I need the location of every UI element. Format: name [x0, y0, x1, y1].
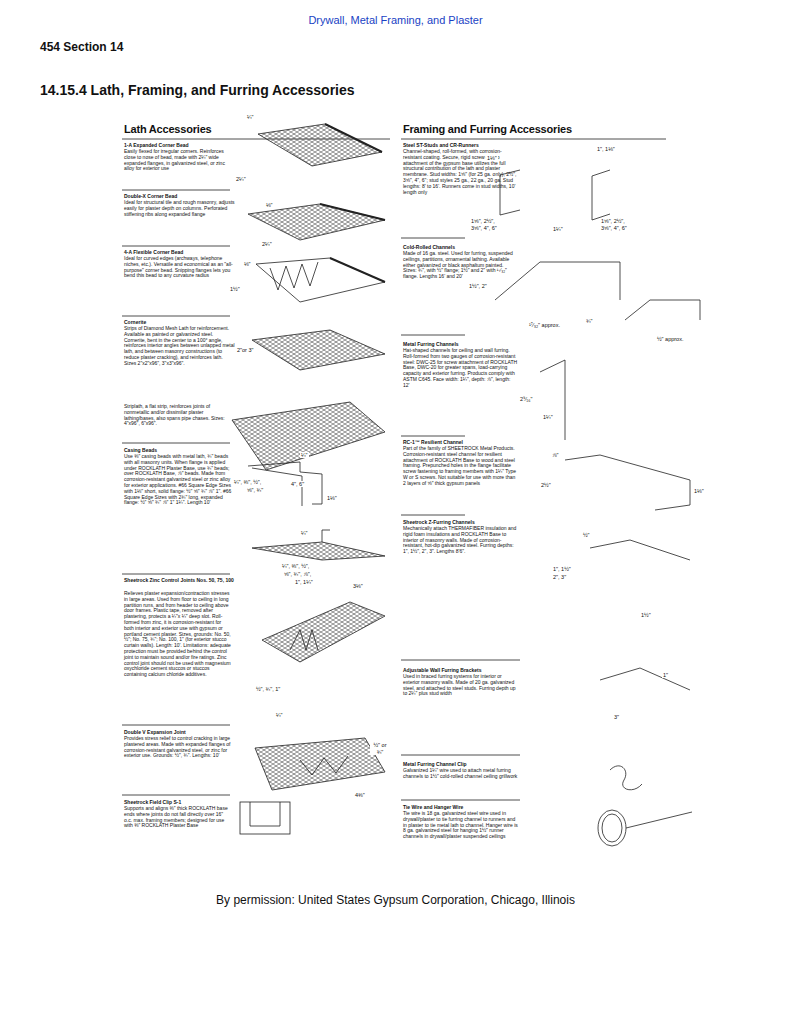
running-header: Drywall, Metal Framing, and Plaster	[0, 14, 791, 26]
dimension-label: ¼"	[300, 452, 309, 458]
dimension-label: ¼", ⅜", ½",	[233, 479, 262, 485]
dimension-label: 1½", 2"	[468, 283, 488, 289]
product-name: Cornerite	[124, 320, 234, 326]
caption: By permission: United States Gypsum Corp…	[0, 893, 791, 907]
dimension-label: 3⅝", 4", 6"	[470, 225, 498, 231]
product-description: Relieves plaster expansion/contraction s…	[124, 591, 232, 678]
dimension-label: 2½"	[540, 482, 552, 488]
dimension-label: 2¼"	[261, 241, 273, 247]
page-number: 454 Section 14	[40, 40, 123, 54]
product-description: Ideal for curved edges (archways, teleph…	[124, 256, 236, 279]
product-name: Double-X Corner Bead	[124, 194, 234, 200]
dimension-label: 4", 6"	[290, 481, 305, 487]
dimension-label: 1"	[662, 672, 669, 678]
product-description: Used in braced furring systems for inter…	[403, 674, 518, 697]
dimension-label: 3⅛"	[352, 583, 364, 589]
dimension-label: ⅞"	[551, 452, 560, 458]
product-name: 4-A Flexible Corner Bead	[124, 250, 234, 256]
dimension-label: ¼"	[300, 530, 309, 536]
dimension-label: ⅝", ¾", ⅞",	[283, 571, 312, 577]
dimension-label: 1¼"	[552, 226, 564, 232]
dimension-label: ⅛"	[243, 261, 252, 267]
dimension-label: ¾"	[585, 318, 594, 324]
product-name: Steel ST-Studs and CR-Runners	[403, 143, 518, 149]
dimension-label: ¼"	[275, 712, 284, 718]
product-description: Easily flexed for irregular corners. Rei…	[124, 149, 236, 172]
product-name: 1-A Expanded Corner Bead	[124, 143, 234, 149]
product-description: Made of 16 ga. steel. Used for furring, …	[403, 251, 518, 280]
dimension-label: 3"	[613, 714, 620, 720]
dimension-label: 1½"	[640, 612, 652, 618]
dimension-label: ¼", ⅜", ½",	[281, 563, 310, 569]
product-name: RC-1™ Resilient Channel	[403, 440, 518, 446]
dimension-label: ¼"	[246, 114, 255, 120]
product-name: Casing Beads	[124, 448, 234, 454]
section-heading: Lath Accessories	[124, 123, 212, 135]
product-description: Part of the family of SHEETROCK Metal Pr…	[403, 446, 518, 487]
product-description: Strips of Diamond Mesh Lath for reinforc…	[124, 326, 236, 367]
dimension-label: ⅛"	[265, 202, 274, 208]
page-title: 14.15.4 Lath, Framing, and Furring Acces…	[40, 82, 355, 98]
section-heading: Framing and Furring Accessories	[403, 123, 572, 135]
dimension-label: 1⅛"	[693, 488, 705, 494]
dimension-label: 2"or 3"	[236, 347, 254, 353]
product-name: Adjustable Wall Furring Brackets	[403, 668, 518, 674]
dimension-label: 1⅝", 2½",	[600, 218, 626, 224]
dimension-label: ½", ¾", 1"	[255, 686, 281, 692]
dimension-label: ½"	[582, 532, 591, 538]
product-name: Tie Wire and Hanger Wire	[403, 805, 518, 811]
product-name: Metal Furring Channel Clip	[403, 762, 518, 768]
product-name: Double V Expansion Joint	[124, 730, 234, 736]
product-description: Supports and aligns ⅜" thick ROCKLATH ba…	[124, 806, 232, 829]
dimension-label: ⅝", ¾"	[246, 487, 264, 493]
product-description: Channel-shaped, roll-formed, with corros…	[403, 149, 518, 195]
product-name: Metal Furring Channels	[403, 342, 518, 348]
dimension-label: 2⁹⁄₁₆"	[519, 396, 533, 402]
dimension-label: 2¼"	[235, 176, 247, 182]
product-name: Sheetrock Zinc Control Joints Nos. 50, 7…	[124, 578, 234, 584]
product-description: Ideal for structural tile and rough maso…	[124, 200, 236, 217]
product-description: Provides stress relief to control cracki…	[124, 736, 236, 759]
product-description: Use ⅜" casing beads with metal lath, ¾" …	[124, 454, 232, 506]
dimension-label: 1", 1½"	[552, 566, 572, 572]
dimension-label: 1½"	[229, 286, 241, 292]
dimension-label: 1¼"	[542, 414, 554, 420]
product-description: Tie wire is 18 ga. galvanized steel wire…	[403, 811, 518, 840]
dimension-label: 1", 1⅛"	[596, 146, 616, 152]
dimension-label: 1⅛"	[326, 495, 338, 501]
dimension-label: 4⅜"	[354, 792, 366, 798]
dimension-label: ¹⁷⁄₃₂" approx.	[528, 322, 561, 328]
dimension-label: 2", 3"	[552, 574, 567, 580]
dimension-label: 1⅛"	[486, 155, 498, 161]
product-name: Cold-Rolled Channels	[403, 245, 518, 251]
product-name: Sheetrock Z-Furring Channels	[403, 520, 518, 526]
dimension-label: 1", 1¼"	[294, 579, 314, 585]
product-name: Sheetrock Field Clip S-1	[124, 800, 234, 806]
dimension-label: ½" or ¾"	[370, 742, 390, 755]
dimension-label: 3⅝", 4", 6"	[600, 225, 628, 231]
dimension-label: ½" approx.	[656, 336, 684, 342]
product-description: Mechanically attach THERMAFIBER insulati…	[403, 526, 518, 555]
product-description: Galvanized 1¼" wire used to attach metal…	[403, 768, 518, 780]
dimension-label: 1⅝", 2½",	[470, 218, 496, 224]
product-description: Hat-shaped channels for ceiling and wall…	[403, 348, 518, 389]
product-description: Striplath, a flat strip, reinforces join…	[124, 404, 230, 427]
